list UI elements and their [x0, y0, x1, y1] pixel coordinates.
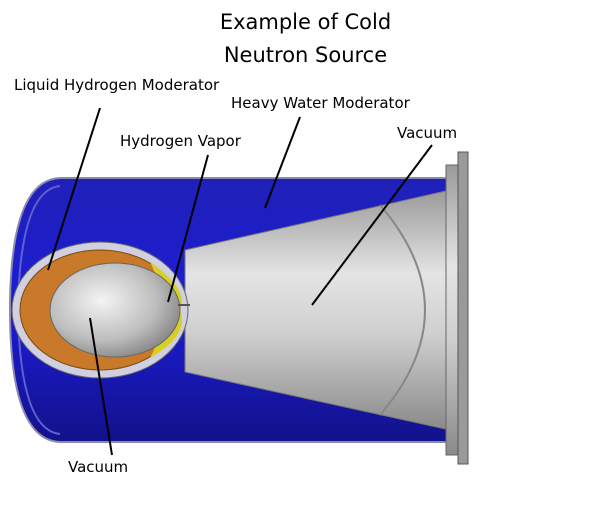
leader-lines	[47, 107, 433, 456]
label-vacuum-bulb: Vacuum	[68, 458, 129, 476]
inner-vacuum-bulb	[49, 262, 181, 358]
label-hydrogen-vapor: Hydrogen Vapor	[120, 132, 241, 150]
title-line-2: Neutron Source	[223, 43, 388, 67]
label-vacuum-cone: Vacuum	[397, 124, 458, 142]
label-liquid-hydrogen-moderator: Liquid Hydrogen Moderator	[14, 76, 220, 94]
title-line-1: Example of Cold	[219, 10, 392, 34]
label-heavy-water-moderator: Heavy Water Moderator	[231, 94, 410, 112]
